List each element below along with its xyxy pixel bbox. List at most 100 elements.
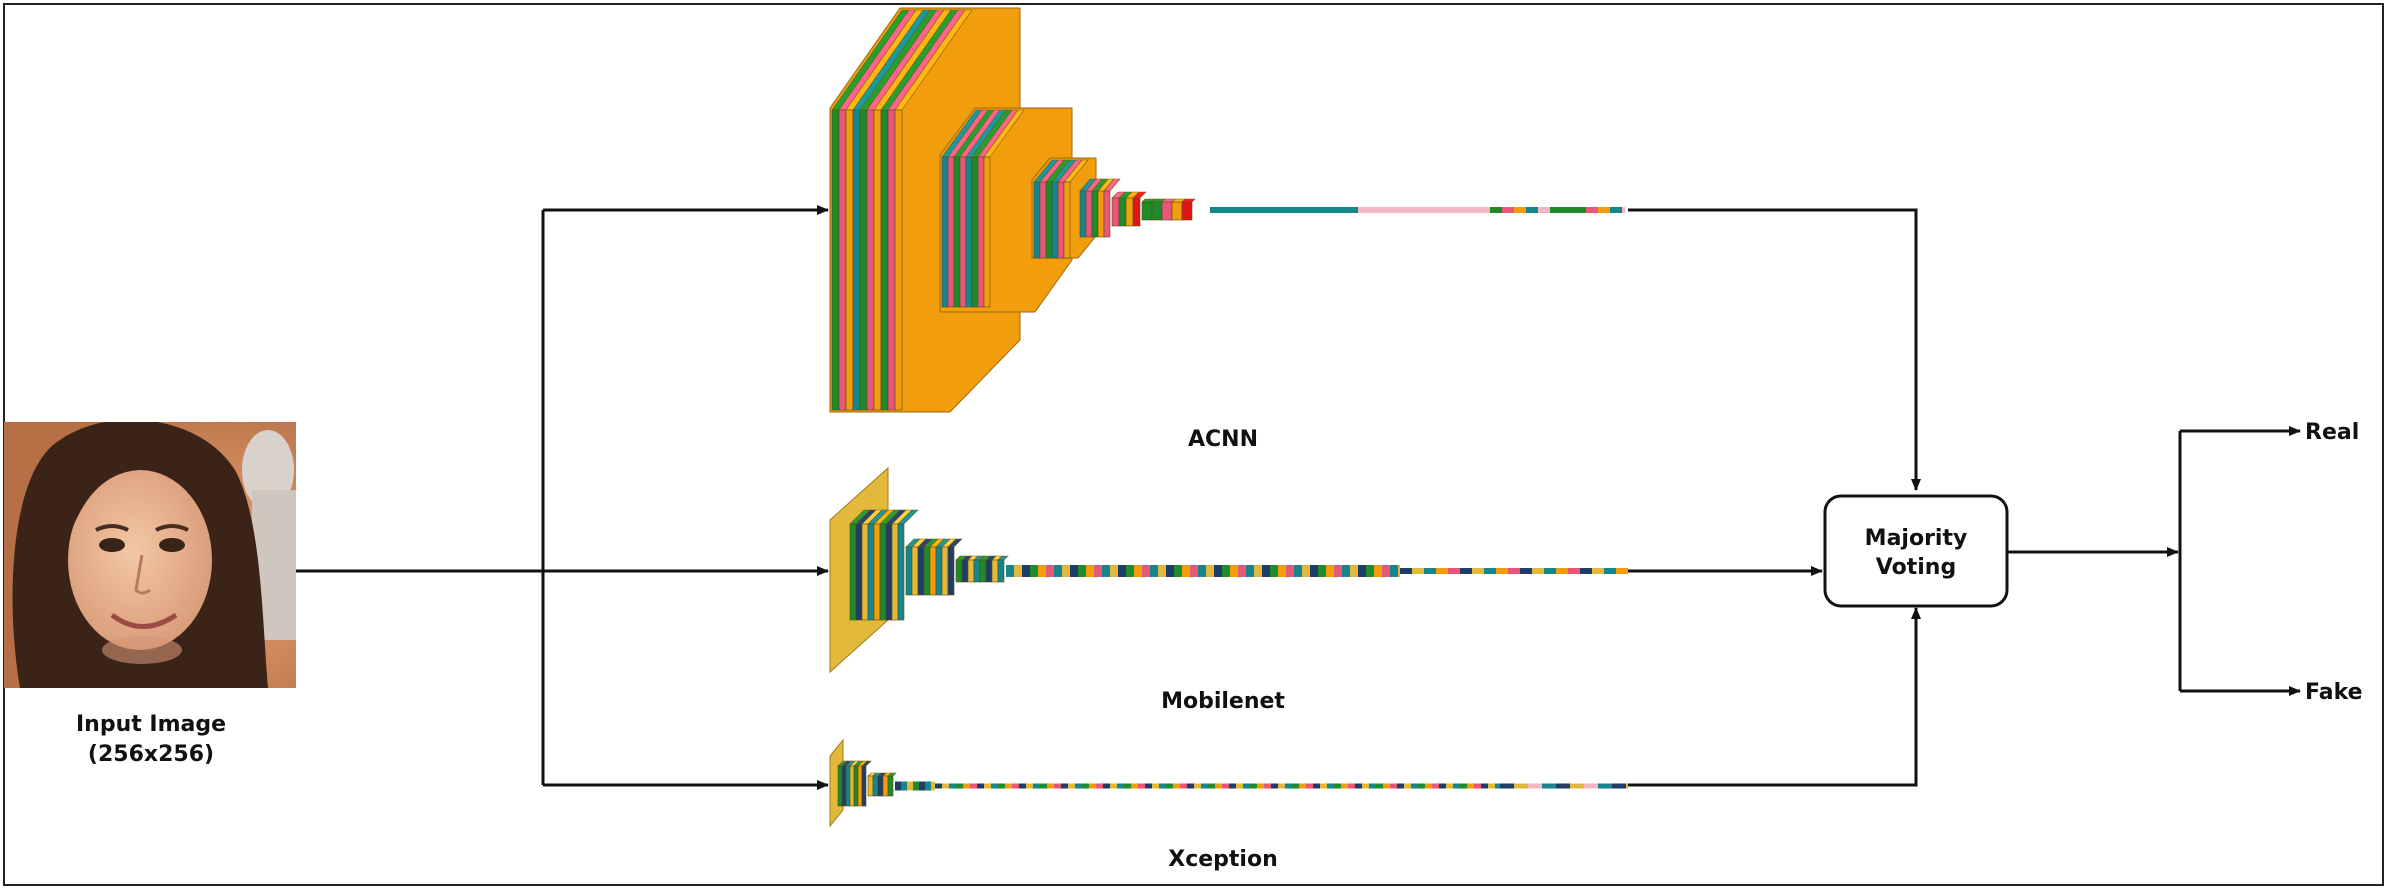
mobilenet-body-segment	[1214, 565, 1222, 577]
xception-block-2-layer	[872, 775, 879, 797]
mobilenet-block-3-layer	[967, 559, 975, 583]
xception-head-segment	[1626, 783, 1628, 789]
mobilenet-network	[829, 466, 1628, 674]
xception-body-segment	[1061, 783, 1068, 789]
xception-stem-segment	[913, 781, 919, 791]
acnn-conv-4-layer	[1091, 190, 1099, 238]
acnn-output-segment	[1550, 207, 1562, 213]
mobilenet-body-segment	[1310, 565, 1318, 577]
acnn-conv-5-layer	[1132, 197, 1141, 227]
xception-body-segment	[1397, 783, 1404, 789]
mobilenet-block-2-layer	[947, 546, 955, 596]
xception-body-segment	[942, 783, 949, 789]
acnn-conv-2-layer	[941, 156, 949, 308]
mobilenet-body-segment	[1318, 565, 1326, 577]
xception-body-segment	[1138, 783, 1145, 789]
mobilenet-body-segment	[1158, 565, 1166, 577]
xception-body-segment	[1159, 783, 1166, 789]
xception-head-segment	[1542, 783, 1556, 789]
xception-body-segment	[1299, 783, 1306, 789]
mobilenet-body-segment	[1102, 565, 1110, 577]
mobilenet-block-1-layer	[861, 523, 869, 621]
xception-body-segment	[1404, 783, 1411, 789]
acnn-conv-3-layer	[1033, 181, 1041, 259]
xception-body-segment	[1481, 783, 1488, 789]
xception-body-segment	[1145, 783, 1152, 789]
xception-body-segment	[1355, 783, 1362, 789]
xception-stem-segment	[895, 781, 901, 791]
acnn-conv-1-layer	[859, 109, 868, 411]
model-to-voting-connectors	[1628, 208, 1921, 787]
xception-body-segment	[1495, 783, 1500, 789]
mobilenet-block-2-layer	[905, 546, 913, 596]
xception-stem-segment	[925, 781, 931, 791]
mobilenet-block-2-layer	[917, 546, 925, 596]
mobilenet-head-segment	[1556, 568, 1568, 574]
acnn-output-segment	[1598, 207, 1610, 213]
xception-body-segment	[1152, 783, 1159, 789]
xception-body-segment	[1166, 783, 1173, 789]
mobilenet-head-segment	[1568, 568, 1580, 574]
mobilenet-block-2-layer	[935, 546, 943, 596]
mobilenet-head-segment	[1532, 568, 1544, 574]
mobilenet-body-segment	[1398, 565, 1400, 577]
xception-body-segment	[1467, 783, 1474, 789]
mobilenet-head-segment	[1496, 568, 1508, 574]
xception-body-segment	[1320, 783, 1327, 789]
mobilenet-head-segment	[1592, 568, 1604, 574]
acnn-conv-1-layer	[880, 109, 889, 411]
xception-head-segment	[1500, 783, 1514, 789]
xception-body-segment	[1173, 783, 1180, 789]
acnn-conv-1-layer	[887, 109, 896, 411]
mobilenet-body-segment	[1110, 565, 1118, 577]
acnn-conv-1-layer	[894, 109, 903, 411]
mobilenet-body-segment	[1294, 565, 1302, 577]
xception-body-segment	[1439, 783, 1446, 789]
xception-body-segment	[949, 783, 956, 789]
xception-block-1-layer	[845, 765, 851, 807]
xception-body-segment	[1285, 783, 1292, 789]
xception-body-segment	[1012, 783, 1019, 789]
acnn-dense-layer	[1141, 201, 1153, 221]
acnn-conv-1-layer	[866, 109, 875, 411]
mobilenet-block-3-layer	[961, 559, 969, 583]
mobilenet-body-segment	[1254, 565, 1262, 577]
xception-network	[829, 738, 1628, 828]
acnn-conv-5-layer	[1125, 197, 1134, 227]
xception-stem-segment	[919, 781, 925, 791]
input-image-size-label: (256x256)	[88, 742, 214, 767]
xception-body-segment	[1460, 783, 1467, 789]
mobilenet-body-segment	[1126, 565, 1134, 577]
xception-body-segment	[1425, 783, 1432, 789]
xception-body-segment	[1313, 783, 1320, 789]
mobilenet-body-segment	[1350, 565, 1358, 577]
mobilenet-head-segment	[1484, 568, 1496, 574]
acnn-conv-3-layer	[1063, 181, 1071, 259]
acnn-output-segment	[1586, 207, 1598, 213]
mobilenet-body-segment	[1142, 565, 1150, 577]
xception-block-2-layer	[882, 775, 889, 797]
mobilenet-body-segment	[1062, 565, 1070, 577]
xception-block-2-layer	[867, 775, 874, 797]
acnn-network	[829, 7, 1625, 413]
mobilenet-body-segment	[1054, 565, 1062, 577]
acnn-conv-1-layer	[845, 109, 854, 411]
acnn-dense-layer	[1181, 201, 1193, 221]
xception-body-segment	[1194, 783, 1201, 789]
mobilenet-head-segment	[1412, 568, 1424, 574]
mobilenet-label: Mobilenet	[1161, 689, 1285, 714]
mobilenet-block-3-layer	[991, 559, 999, 583]
xception-body-segment	[1243, 783, 1250, 789]
acnn-output-segment	[1610, 207, 1622, 213]
xception-body-segment	[1292, 783, 1299, 789]
mobilenet-body-segment	[1302, 565, 1310, 577]
xception-body-segment	[1068, 783, 1075, 789]
mobilenet-body-segment	[1270, 565, 1278, 577]
xception-body-segment	[963, 783, 970, 789]
acnn-output-segment	[1574, 207, 1586, 213]
xception-body-segment	[1327, 783, 1334, 789]
xception-body-segment	[1453, 783, 1460, 789]
xception-head-segment	[1514, 783, 1528, 789]
acnn-conv-2-layer	[971, 156, 979, 308]
